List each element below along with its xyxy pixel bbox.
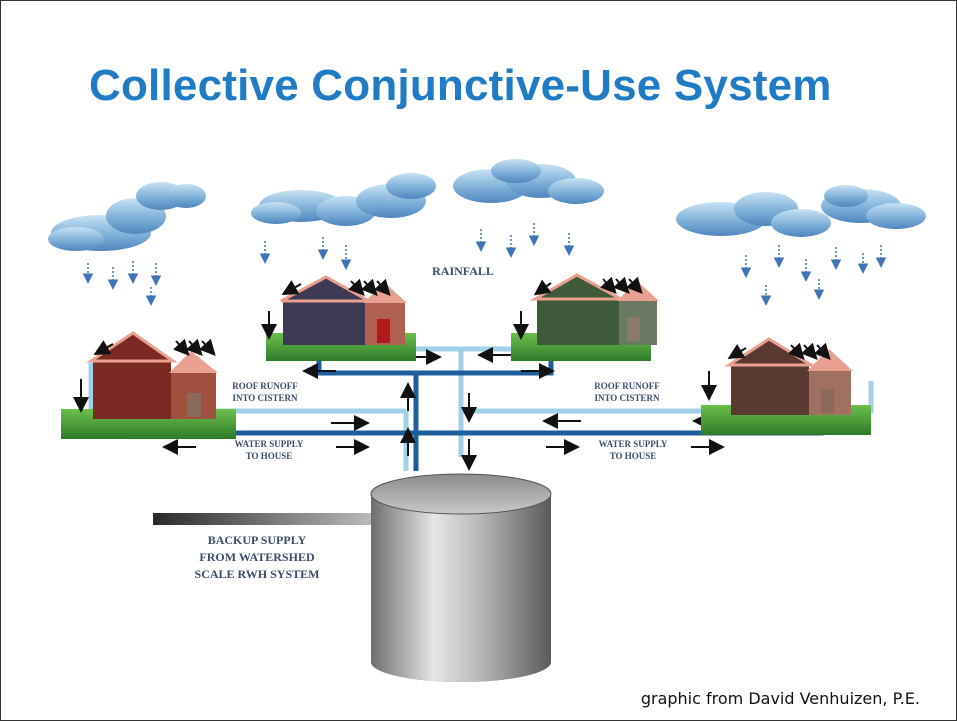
backup-supply-label-3: SCALE RWH SYSTEM	[195, 567, 320, 581]
roof-runoff-right-label-2: INTO CISTERN	[594, 393, 660, 403]
roof-runoff-left-label-2: INTO CISTERN	[232, 393, 298, 403]
cloud-icon-far-left	[48, 182, 206, 251]
backup-supply-label-2: FROM WATERSHED	[199, 550, 315, 564]
cloud-icon-center	[453, 159, 604, 204]
slide-title: Collective Conjunctive-Use System	[89, 61, 832, 110]
roof-runoff-right-label: ROOF RUNOFF	[594, 381, 660, 391]
cloud-icon-right	[676, 185, 926, 237]
cistern-tank	[370, 473, 552, 682]
roof-runoff-left-label: ROOF RUNOFF	[232, 381, 298, 391]
rain-drops	[82, 223, 887, 306]
water-supply-left-label: WATER SUPPLY	[235, 439, 304, 449]
graphic-credit: graphic from David Venhuizen, P.E.	[640, 689, 920, 708]
rainfall-label: RAINFALL	[432, 264, 494, 278]
water-supply-right-label: WATER SUPPLY	[599, 439, 668, 449]
house-far-right	[701, 337, 871, 435]
house-left	[261, 275, 416, 361]
backup-supply-label: BACKUP SUPPLY	[208, 533, 307, 547]
house-far-left	[61, 331, 236, 439]
house-right	[511, 273, 659, 361]
water-supply-left-label-2: TO HOUSE	[246, 451, 293, 461]
cloud-icon-left	[251, 173, 436, 226]
water-supply-right-label-2: TO HOUSE	[610, 451, 657, 461]
